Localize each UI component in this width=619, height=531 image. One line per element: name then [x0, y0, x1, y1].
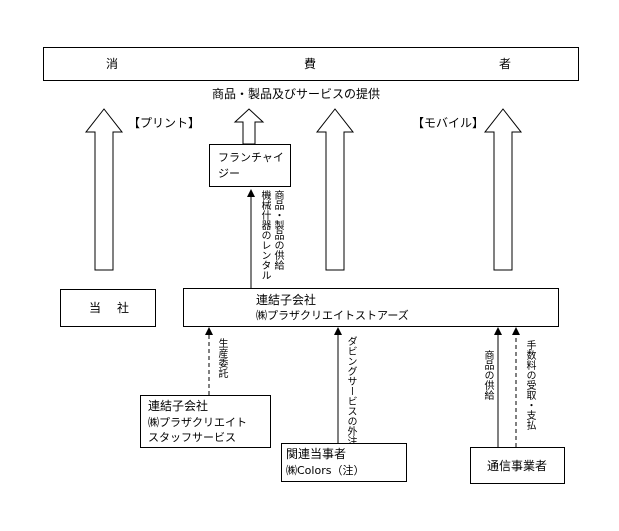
consumer-char-3: 者 — [499, 57, 512, 71]
arrow-company-to-consumer — [84, 108, 124, 271]
rental-label: 機械什器のレンタル — [259, 190, 270, 280]
supply-label: 商品・製品の供給 — [272, 190, 283, 270]
consolidated-subsidiary-stores-box: 連結子会社 ㈱プラザクリエイトストアーズ — [183, 288, 559, 327]
consolidated-subsidiary-staff-title: 連結子会社 — [148, 399, 209, 413]
dubbing-outsource-label: ダビングサービスの外注 — [345, 336, 356, 446]
consolidated-subsidiary-staff-box: 連結子会社 ㈱プラザクリエイト スタッフサービス — [140, 395, 271, 448]
carrier-title: 通信事業者 — [487, 459, 548, 473]
consolidated-subsidiary-stores-title: 連結子会社 — [256, 293, 317, 307]
consolidated-subsidiary-stores-name: ㈱プラザクリエイトストアーズ — [256, 309, 409, 322]
provision-label: 商品・製品及びサービスの提供 — [212, 87, 381, 101]
fee-label: 手数料の受取・支払 — [524, 340, 535, 430]
franchisee-line-1: フランチャイ — [218, 151, 284, 164]
arrow-supply-rental-head — [247, 189, 255, 197]
carrier-box: 通信事業者 — [470, 447, 565, 484]
arrow-mobile-to-consumer — [483, 108, 523, 271]
company-box: 当 社 — [60, 289, 156, 327]
consolidated-subsidiary-staff-name-1: ㈱プラザクリエイト — [148, 416, 247, 429]
consumer-char-2: 費 — [304, 57, 317, 71]
arrow-franchise-to-consumer — [233, 108, 265, 145]
consolidated-subsidiary-staff-name-2: スタッフサービス — [148, 431, 236, 444]
print-label: 【プリント】 — [128, 116, 201, 130]
related-party-title: 関連当事者 — [286, 447, 347, 461]
arrow-dubbing-outsource-head — [334, 327, 342, 335]
franchisee-box: フランチャイ ジー — [209, 144, 291, 187]
arrow-fee-head — [512, 327, 520, 335]
franchisee-line-2: ジー — [218, 167, 240, 180]
production-outsource-label: 生産委託 — [216, 338, 227, 378]
arrow-print-to-consumer — [315, 108, 355, 271]
consumer-box: 消 費 者 — [43, 47, 579, 81]
related-party-name: ㈱Colors（注） — [286, 464, 365, 477]
product-supply-label: 商品の供給 — [482, 350, 493, 400]
company-char-1: 当 — [89, 301, 102, 315]
arrow-product-supply-head — [494, 327, 502, 335]
related-party-box: 関連当事者 ㈱Colors（注） — [281, 443, 407, 482]
arrow-production-outsource-head — [205, 327, 213, 335]
mobile-label: 【モバイル】 — [412, 116, 485, 130]
company-char-2: 社 — [117, 301, 130, 315]
consumer-char-1: 消 — [106, 57, 119, 71]
